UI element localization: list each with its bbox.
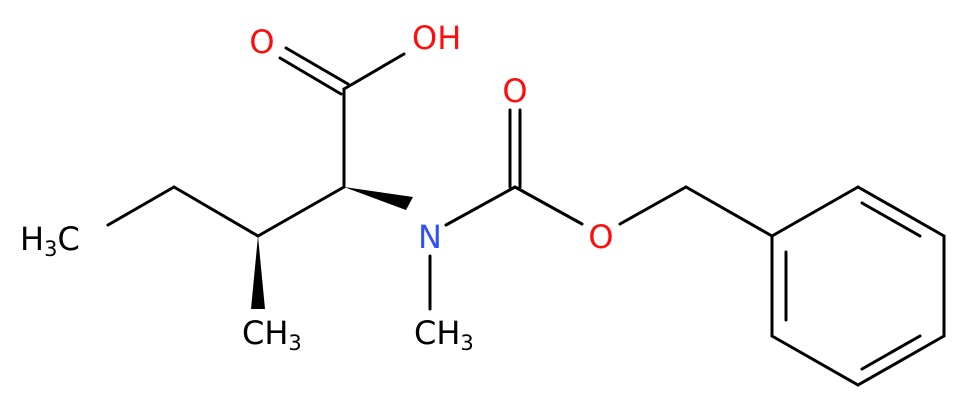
bond-ch2-phenyl	[684, 185, 774, 238]
h3c-subscript: 3	[44, 237, 57, 261]
bond-o-ch2-benzyl	[618, 185, 688, 226]
bond-carboxyl-c-o-double-b	[284, 46, 350, 86]
atom-o-ester: O	[588, 218, 613, 256]
atom-ch3-n-methyl: CH3	[414, 314, 474, 355]
ring-bond-2	[856, 185, 946, 238]
n-ch3-subscript: 3	[460, 331, 473, 355]
wedge-bond-calpha-n	[344, 187, 413, 210]
ring-bond-1	[770, 185, 860, 238]
n-ch3-ch: CH	[414, 314, 460, 352]
atom-o-carbamate-carbonyl: O	[502, 72, 527, 110]
atom-oh: OH	[412, 19, 461, 57]
carboxyl-group	[278, 46, 406, 189]
bond-carboxyl-c-o-double-a	[278, 56, 343, 96]
bond-carbamate-c-o-ester	[513, 185, 584, 226]
wedge-bond-cbeta-ch3	[251, 236, 265, 309]
h3c-c: C	[57, 220, 79, 258]
ring-bond-5	[770, 334, 860, 387]
bond-ch2-ch3	[106, 185, 176, 227]
atom-n: N	[418, 218, 442, 256]
side-chain	[106, 185, 346, 309]
carbamate-group	[344, 108, 774, 311]
atom-h3c-ethyl: H3C	[20, 220, 80, 261]
beta-ch3-subscript: 3	[288, 331, 301, 355]
atom-labels: O OH O O N H3C CH3 CH3	[20, 19, 614, 355]
ring-inner-double-3	[860, 334, 922, 371]
atom-ch3-beta: CH3	[242, 314, 302, 355]
ring-bond-4	[856, 334, 946, 387]
bond-carboxyl-c-oh	[342, 52, 406, 91]
ring-inner-double-2	[860, 201, 922, 238]
benzene-ring	[770, 185, 946, 387]
beta-ch3-ch: CH	[242, 314, 288, 352]
bond-n-c-carbonyl	[444, 185, 517, 227]
atom-o-carbonyl: O	[249, 23, 274, 61]
h3c-h: H	[20, 220, 44, 258]
bond-calpha-cbeta	[256, 185, 346, 238]
bond-cbeta-ch2	[172, 185, 260, 238]
